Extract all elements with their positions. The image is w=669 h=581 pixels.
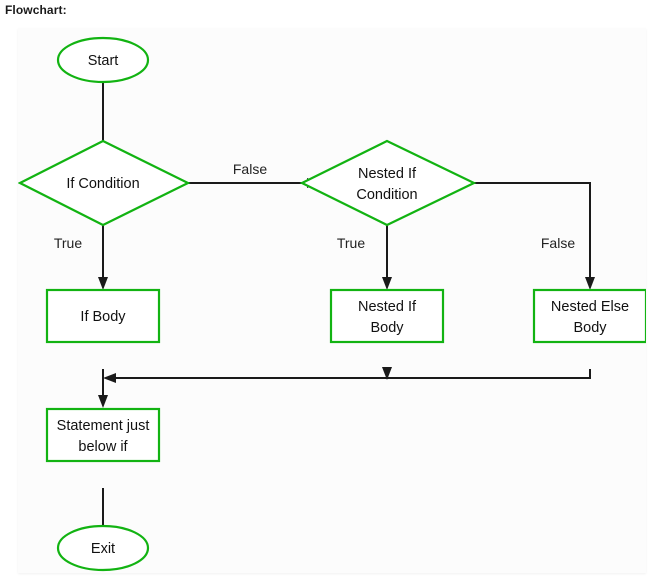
- edge-label-false-1: False: [233, 161, 267, 177]
- node-exit[interactable]: Exit: [56, 524, 150, 572]
- node-nested-if-body[interactable]: Nested If Body: [329, 288, 445, 344]
- node-start[interactable]: Start: [56, 36, 150, 84]
- node-exit-label: Exit: [91, 541, 115, 557]
- node-nested-if-condition-label-1: Nested If: [358, 166, 417, 182]
- page-title: Flowchart:: [5, 3, 67, 17]
- node-if-condition-label: If Condition: [66, 176, 139, 192]
- edge-if-body-to-statement: [98, 369, 108, 408]
- node-statement-below-if[interactable]: Statement just below if: [45, 407, 161, 463]
- edge-if-true-to-if-body: True: [54, 225, 108, 290]
- node-nested-else-body-label-2: Body: [573, 320, 607, 336]
- node-nested-if-condition[interactable]: Nested If Condition: [299, 139, 477, 227]
- edge-label-true-1: True: [54, 235, 82, 251]
- node-nested-if-body-label-2: Body: [370, 320, 404, 336]
- edge-nested-false-to-nested-else-body: False: [474, 182, 595, 290]
- flowchart-canvas: Nested If Condition --> False If Body --…: [18, 36, 646, 572]
- edge-nested-true-to-nested-if-body: True: [337, 225, 392, 290]
- node-nested-else-body-label-1: Nested Else: [551, 299, 629, 315]
- edge-group: Nested If Condition --> False If Body --…: [54, 82, 595, 547]
- node-statement-below-if-label-2: below if: [78, 439, 128, 455]
- node-nested-else-body[interactable]: Nested Else Body: [532, 288, 646, 344]
- edge-label-false-2: False: [541, 235, 575, 251]
- flowchart-panel: Nested If Condition --> False If Body --…: [18, 28, 646, 573]
- node-if-condition[interactable]: If Condition: [18, 139, 191, 227]
- merge-line: [103, 369, 591, 383]
- node-if-body[interactable]: If Body: [45, 288, 161, 344]
- node-nested-if-body-label-1: Nested If: [358, 299, 417, 315]
- edge-label-true-2: True: [337, 235, 365, 251]
- edge-if-false-to-nested-if: False: [188, 161, 320, 188]
- node-if-body-label: If Body: [80, 309, 126, 325]
- node-statement-below-if-label-1: Statement just: [57, 418, 150, 434]
- node-start-label: Start: [88, 53, 119, 69]
- edge-nested-if-body-drop: [382, 367, 392, 380]
- node-nested-if-condition-label-2: Condition: [356, 187, 417, 203]
